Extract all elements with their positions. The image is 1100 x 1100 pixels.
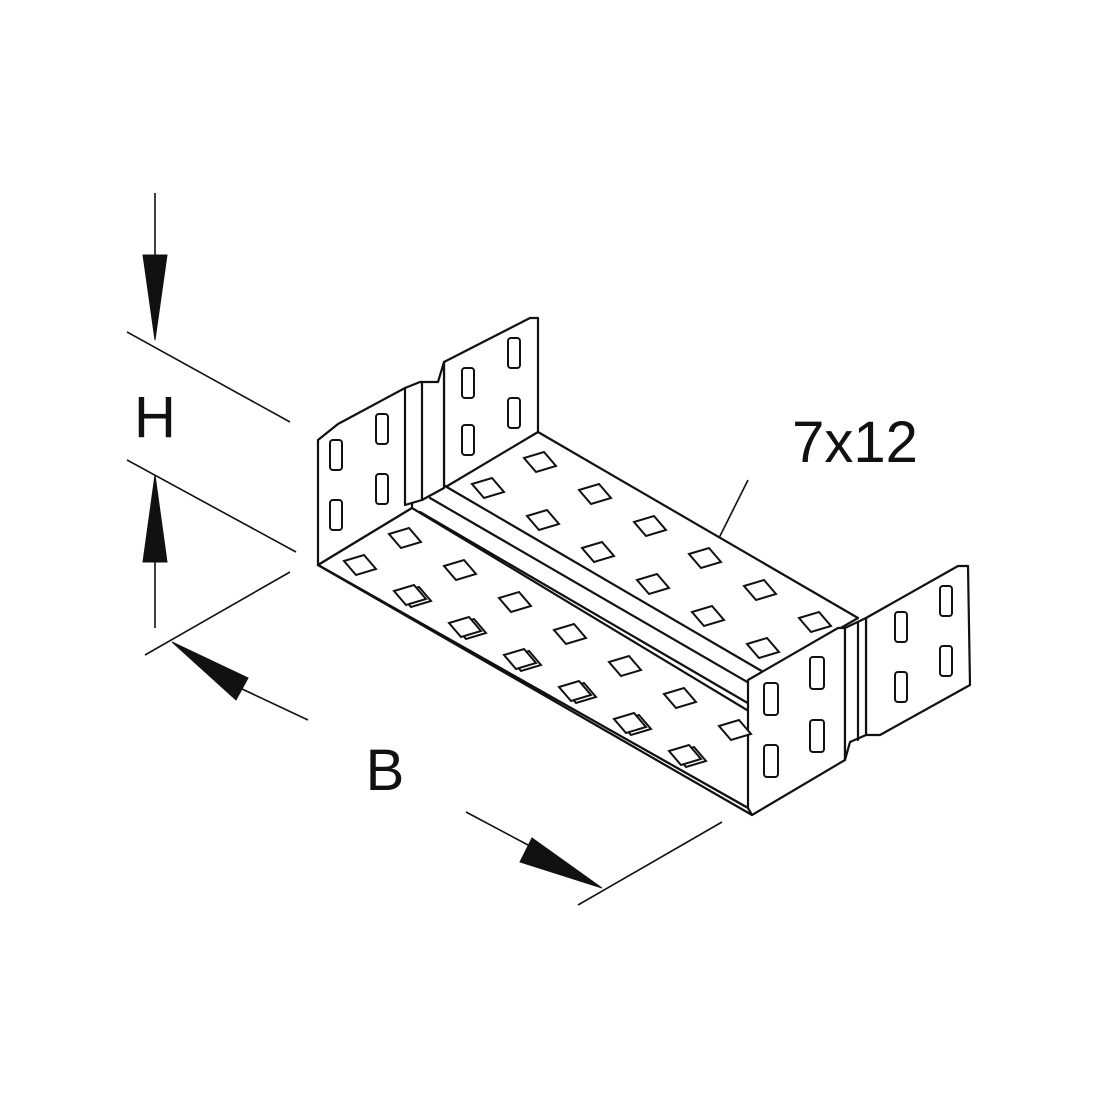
floor-slot	[690, 604, 726, 628]
left-flange-hole	[329, 499, 343, 531]
floor-slot	[635, 572, 671, 596]
floor-slot	[745, 636, 781, 660]
floor-slot	[502, 647, 538, 671]
right-flange-hole	[894, 671, 908, 703]
end-plate-hole	[763, 744, 779, 778]
floor-slot	[557, 679, 593, 703]
width-dimension: B	[144, 571, 723, 906]
floor-slot	[442, 558, 478, 582]
width-extension-right	[577, 821, 723, 906]
floor-slot	[667, 743, 703, 767]
back-flange-hole	[461, 367, 475, 399]
height-arrow-bottom-head	[142, 474, 168, 563]
back-flange-hole	[507, 337, 521, 369]
floor-slot	[470, 476, 506, 500]
floor-slot	[447, 615, 483, 639]
floor-slot	[742, 578, 778, 602]
floor-slot	[525, 508, 561, 532]
height-label: H	[134, 385, 176, 450]
height-extension-top	[126, 331, 291, 423]
left-flange-hole	[375, 473, 389, 505]
floor-slot	[687, 546, 723, 570]
floor-slot	[612, 711, 648, 735]
end-plate-hole	[809, 656, 825, 690]
width-label: B	[366, 738, 405, 803]
right-flange-hole	[939, 645, 953, 677]
floor-slot	[342, 553, 378, 577]
width-extension-left	[144, 571, 291, 656]
floor-slot	[607, 654, 643, 678]
floor-slot	[797, 610, 833, 634]
right-flange-hole	[894, 611, 908, 643]
floor-slot	[580, 540, 616, 564]
connector-part	[316, 316, 972, 817]
floor-slot	[577, 482, 613, 506]
floor-slot	[552, 622, 588, 646]
width-arrow-right-head	[519, 837, 603, 889]
height-dimension: H	[126, 193, 297, 628]
height-arrow-top-head	[142, 254, 168, 341]
back-flange-hole	[461, 424, 475, 456]
floor-slot	[392, 583, 428, 607]
back-flange-hole	[507, 397, 521, 429]
floor-slot	[497, 590, 533, 614]
width-arrow-left-head	[171, 641, 249, 701]
left-flange-hole	[329, 439, 343, 471]
flange-joint-strip	[403, 360, 446, 507]
right-flange-hole	[939, 585, 953, 617]
left-flange-hole	[375, 413, 389, 445]
hole-size-callout: 7x12	[711, 410, 918, 553]
floor-slot	[522, 450, 558, 474]
floor-slot	[387, 526, 423, 550]
end-plate-hole	[763, 682, 779, 716]
floor-slot	[632, 514, 668, 538]
right-joint-strip	[843, 616, 868, 762]
height-extension-bottom	[126, 459, 297, 553]
floor-slots	[342, 450, 833, 769]
width-arrow-left-line	[239, 687, 309, 721]
floor-slot	[662, 686, 698, 710]
floor-slot	[717, 718, 753, 742]
hole-size-label: 7x12	[792, 410, 918, 475]
width-arrow-right-line	[465, 811, 529, 846]
end-plate-hole	[809, 719, 825, 753]
right-flange	[864, 564, 972, 737]
